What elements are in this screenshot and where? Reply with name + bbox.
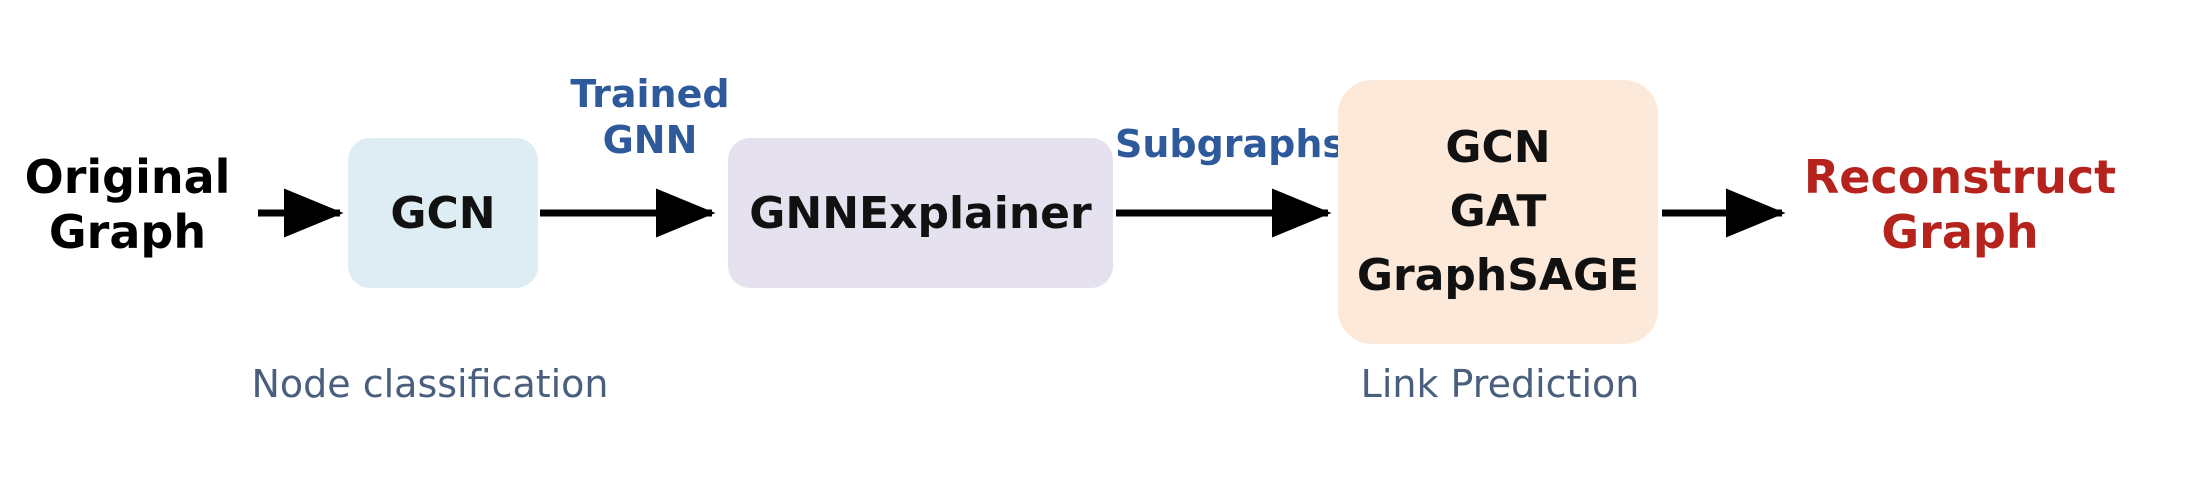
edge-label-trained-gnn-line2: GNN [602,117,698,162]
output-node-line1: Reconstruct [1803,150,2117,204]
caption-link-prediction: Link Prediction [1360,362,1640,406]
caption-node-classification: Node classification [251,362,609,406]
edge-label-trained-gnn: Trained GNN [540,72,760,163]
edge-label-trained-gnn-line1: Trained [570,72,730,116]
models-box-gcn: GCN [1445,122,1551,174]
models-box: GCN GAT GraphSAGE [1338,80,1658,344]
gcn-box: GCN [348,138,538,288]
models-box-graphsage: GraphSAGE [1356,249,1640,301]
models-box-gat: GAT [1449,186,1547,238]
input-node-label: Original Graph [20,150,235,260]
gnnexplainer-box: GNNExplainer [728,138,1113,288]
output-node-label: Reconstruct Graph [1790,150,2130,260]
gnnexplainer-box-label: GNNExplainer [749,187,1092,239]
output-node-line2: Graph [1881,205,2039,260]
input-node-line1: Original [24,150,231,204]
gcn-box-label: GCN [390,187,496,239]
input-node-line2: Graph [48,205,207,260]
edge-label-subgraphs: Subgraphs [1114,122,1346,166]
